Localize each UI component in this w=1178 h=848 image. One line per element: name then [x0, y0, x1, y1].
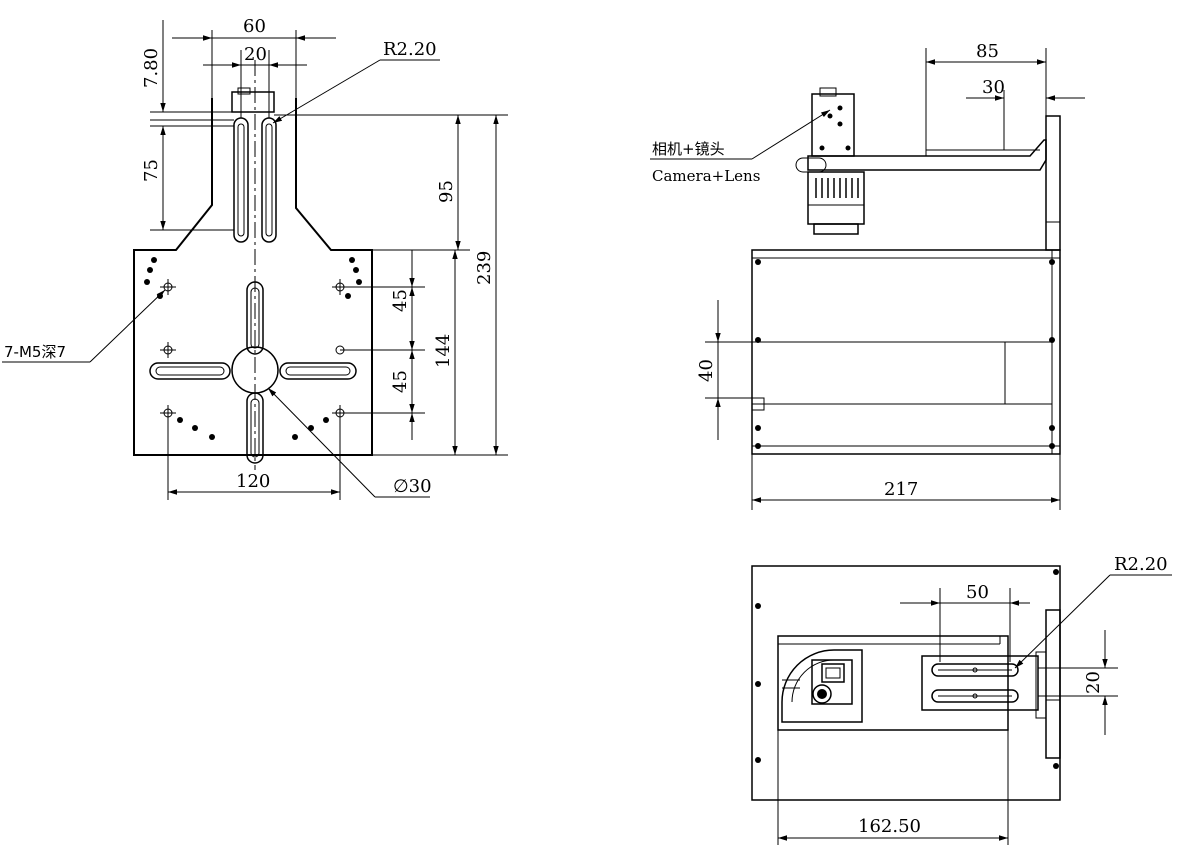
front-thread-holes — [160, 279, 348, 421]
dim-spacing-upper: 45 — [390, 289, 411, 312]
front-dots — [144, 257, 362, 440]
top-camera — [811, 659, 853, 705]
front-slot-down-inner — [250, 398, 260, 458]
dim-slot-pitch: 20 — [244, 44, 267, 65]
dim-slot-width: 40 — [696, 359, 717, 382]
top-post-plate — [1045, 609, 1061, 759]
side-view: 相机+镜头 Camera+Lens 85 30 40 217 — [650, 41, 1085, 510]
dim-camera-offset: 162.50 — [858, 816, 921, 837]
front-slot-right — [261, 117, 277, 243]
dim-top-slot-radius: R2.20 — [1114, 554, 1168, 575]
dim-slot-radius: R2.20 — [383, 39, 437, 60]
dim-center-hole: ∅30 — [393, 476, 432, 497]
side-box — [751, 249, 1061, 455]
top-view: R2.20 50 20 162.50 — [751, 554, 1172, 845]
dim-spacing-lower: 45 — [390, 370, 411, 393]
dim-arm-offset: 30 — [982, 77, 1005, 98]
dim-top-width: 60 — [243, 16, 266, 37]
front-slot-left-h — [149, 362, 231, 380]
front-top-block — [231, 91, 275, 113]
front-top-block-inner — [237, 87, 251, 95]
front-slot-right-inner — [265, 123, 273, 237]
side-lens-grip — [808, 178, 864, 206]
front-slot-up-inner — [250, 287, 260, 349]
top-arc-holder — [781, 649, 863, 723]
front-slot-right-h-inner — [285, 366, 351, 376]
thread-note: 7-M5深7 — [4, 343, 66, 361]
dim-slot-length: 75 — [141, 159, 162, 182]
front-center-hole — [231, 346, 279, 394]
callout-en: Camera+Lens — [652, 167, 760, 185]
front-slot-up — [246, 281, 264, 355]
top-slot-plate — [921, 655, 1039, 711]
side-post — [1045, 115, 1061, 251]
dim-top-offset: 7.80 — [141, 48, 162, 88]
callout-cn: 相机+镜头 — [652, 140, 725, 158]
dim-top-slot-length: 50 — [966, 582, 989, 603]
dim-hole-spacing: 120 — [236, 471, 270, 492]
dim-bracket-height: 95 — [436, 180, 457, 203]
dim-total-height: 239 — [474, 251, 495, 285]
front-slot-left — [233, 117, 249, 243]
side-camera-body — [811, 93, 855, 157]
front-slot-left-inner — [237, 123, 245, 237]
front-outline — [133, 98, 373, 456]
dim-overall-width: 217 — [884, 479, 918, 500]
front-view: 60 20 R2.20 7.80 75 95 239 — [2, 16, 508, 500]
side-arm — [807, 139, 1047, 171]
dim-arm-length: 85 — [976, 41, 999, 62]
dim-plate-height: 144 — [433, 334, 454, 368]
dim-top-slot-pitch: 20 — [1083, 671, 1104, 694]
top-box — [751, 565, 1061, 801]
front-slot-right-h — [279, 362, 357, 380]
front-slot-left-h-inner — [155, 366, 225, 376]
